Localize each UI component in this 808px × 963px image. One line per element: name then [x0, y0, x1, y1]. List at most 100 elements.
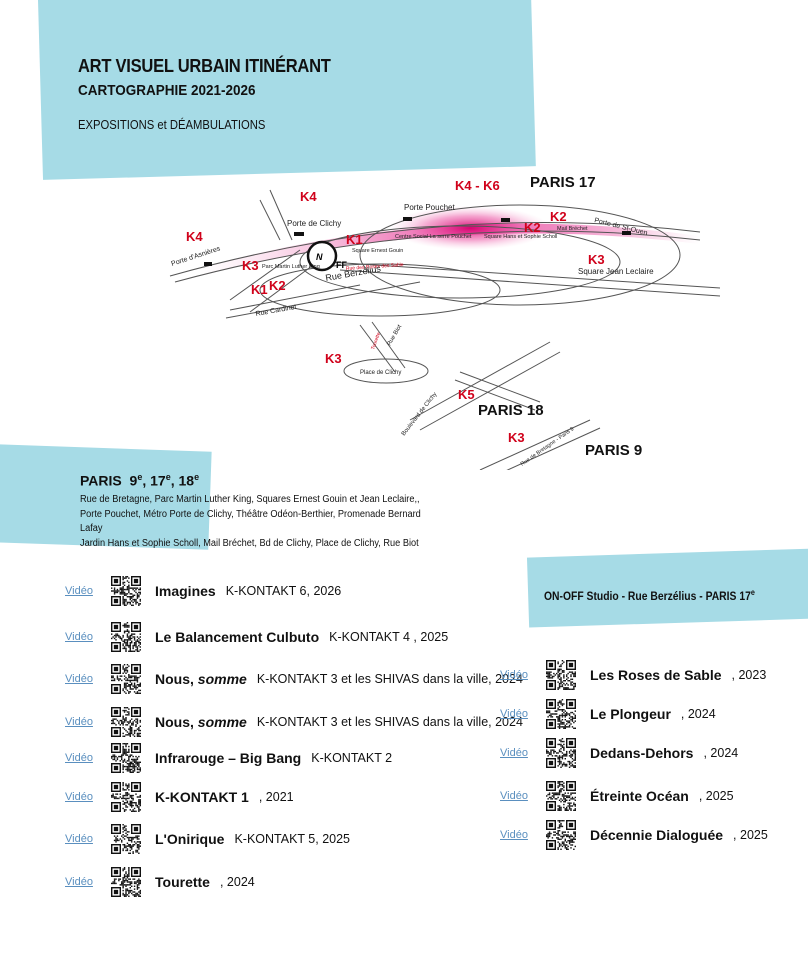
label-paris-9: PARIS 9 — [585, 442, 642, 459]
qr-code-icon[interactable] — [111, 707, 141, 737]
marker-k2-cardinet: K2 — [269, 278, 286, 293]
work-details: , 2025 — [698, 789, 734, 803]
marker-k1-gouin: K1 — [346, 232, 363, 247]
place-square-gouin: Square Ernest Gouin — [352, 248, 403, 254]
work-row: Vidéo Tourette , 2024 — [65, 865, 255, 899]
map: N FF Rue des Roses des Sable PARIS 17 PA… — [169, 174, 721, 470]
work-row: Vidéo Le Plongeur , 2024 — [500, 697, 716, 731]
video-link[interactable]: Vidéo — [500, 790, 528, 802]
work-title: Étreinte Océan — [590, 788, 689, 804]
work-title: Nous, somme — [155, 671, 247, 687]
work-details: K-KONTAKT 3 et les SHIVAS dans la ville,… — [256, 672, 523, 686]
work-details: K-KONTAKT 2 — [311, 751, 393, 765]
paris-line: Porte Pouchet, Métro Porte de Clichy, Th… — [80, 508, 421, 535]
place-bd-clichy: Boulevard de Clichy — [401, 391, 439, 437]
north-mark: N — [316, 252, 323, 262]
video-link[interactable]: Vidéo — [500, 747, 528, 759]
video-link[interactable]: Vidéo — [65, 631, 93, 643]
place-porte-clichy: Porte de Clichy — [287, 219, 341, 228]
work-details: K-KONTAKT 4 , 2025 — [329, 630, 449, 644]
studio-tag: Rue des Roses des Sable — [346, 262, 404, 272]
work-title-italic: somme — [197, 671, 247, 687]
place-rue-bretagne: Rue de Bretagne - Paris 9 — [520, 426, 576, 467]
video-link[interactable]: Vidéo — [65, 716, 93, 728]
place-porte-pouchet: Porte Pouchet — [404, 203, 455, 212]
work-title: Infrarouge – Big Bang — [155, 750, 302, 766]
label-paris-18: PARIS 18 — [478, 402, 544, 419]
video-link[interactable]: Vidéo — [65, 791, 93, 803]
qr-code-icon[interactable] — [546, 781, 576, 811]
qr-code-icon[interactable] — [111, 664, 141, 694]
marker-k2-brechet: K2 — [550, 209, 567, 224]
qr-code-icon[interactable] — [111, 824, 141, 854]
studio-mark: FF — [336, 260, 347, 270]
work-title: Nous, somme — [155, 714, 247, 730]
place-parc-mlk: Parc Martin Luther King — [262, 264, 320, 270]
work-title: Décennie Dialoguée — [590, 827, 724, 843]
marker-k4-clichy: K4 — [300, 189, 317, 204]
studio-title: ON-OFF Studio - Rue Berzélius - PARIS 17… — [544, 588, 755, 603]
work-details: K-KONTAKT 5, 2025 — [234, 832, 351, 846]
qr-code-icon[interactable] — [111, 576, 141, 606]
work-details: , 2021 — [258, 790, 294, 804]
studio-circle — [306, 240, 338, 272]
qr-code-icon[interactable] — [111, 867, 141, 897]
video-link[interactable]: Vidéo — [500, 708, 528, 720]
video-link[interactable]: Vidéo — [65, 585, 93, 597]
marker-k5: K5 — [458, 387, 475, 402]
marker-k3-clichy: K3 — [325, 351, 342, 366]
work-row: Vidéo Infrarouge – Big Bang K-KONTAKT 2 — [65, 741, 392, 775]
paris-line: Jardin Hans et Sophie Scholl, Mail Bréch… — [80, 537, 419, 549]
work-row: Vidéo L'Onirique K-KONTAKT 5, 2025 — [65, 822, 350, 856]
video-link[interactable]: Vidéo — [500, 669, 528, 681]
work-details: , 2023 — [731, 668, 767, 682]
work-row: Vidéo Étreinte Océan , 2025 — [500, 779, 734, 813]
paris-locations: Rue de Bretagne, Parc Martin Luther King… — [80, 493, 430, 551]
paris-line: Rue de Bretagne, Parc Martin Luther King… — [80, 494, 420, 505]
video-link[interactable]: Vidéo — [65, 833, 93, 845]
video-link[interactable]: Vidéo — [65, 752, 93, 764]
work-row: Vidéo Décennie Dialoguée , 2025 — [500, 818, 768, 852]
metro-stations — [204, 217, 631, 266]
qr-code-icon[interactable] — [111, 622, 141, 652]
work-details: , 2024 — [219, 875, 255, 889]
place-tourette: Tourette — [370, 331, 382, 350]
marker-k2-scholl: K2 — [524, 220, 541, 235]
page-subtitle: CARTOGRAPHIE 2021-2026 — [78, 82, 256, 99]
marker-k3-bretagne: K3 — [508, 430, 525, 445]
map-roads — [169, 189, 721, 470]
qr-code-icon[interactable] — [546, 820, 576, 850]
place-rue-cardinet: Rue Cardinet — [255, 304, 297, 318]
work-details: , 2024 — [703, 746, 739, 760]
work-details: K-KONTAKT 3 et les SHIVAS dans la ville,… — [256, 715, 523, 729]
place-rue-biot: Rue Biot — [387, 324, 404, 347]
work-details: , 2025 — [733, 828, 768, 842]
marker-k1-cardinet: K1 — [251, 282, 268, 297]
work-title: Tourette — [155, 874, 210, 890]
glow-area — [390, 206, 550, 250]
marker-k3-mlk: K3 — [242, 258, 259, 273]
video-link[interactable]: Vidéo — [65, 673, 93, 685]
place-mail-brechet: Mail Bréchet — [557, 226, 588, 232]
work-title: L'Onirique — [155, 831, 225, 847]
work-title: Le Balancement Culbuto — [155, 629, 320, 645]
qr-code-icon[interactable] — [546, 660, 576, 690]
work-row: Vidéo Le Balancement Culbuto K-KONTAKT 4 ,… — [65, 620, 448, 654]
work-row: Vidéo Nous, somme K-KONTAKT 3 et les SHIVA… — [65, 662, 523, 696]
place-square-scholl: Square Hans et Sophie Scholl — [484, 234, 557, 240]
qr-code-icon[interactable] — [111, 743, 141, 773]
work-details: , 2024 — [680, 707, 716, 721]
video-link[interactable]: Vidéo — [65, 876, 93, 888]
work-title: Le Plongeur — [590, 706, 671, 722]
qr-code-icon[interactable] — [111, 782, 141, 812]
page-caption: EXPOSITIONS et DÉAMBULATIONS — [78, 118, 266, 132]
qr-code-icon[interactable] — [546, 699, 576, 729]
work-title: Les Roses de Sable — [590, 667, 722, 683]
qr-code-icon[interactable] — [546, 738, 576, 768]
work-row: Vidéo Nous, somme K-KONTAKT 3 et les SHIVA… — [65, 705, 523, 739]
work-details: K-KONTAKT 6, 2026 — [225, 584, 342, 598]
video-link[interactable]: Vidéo — [500, 829, 528, 841]
label-paris-17: PARIS 17 — [530, 174, 596, 191]
